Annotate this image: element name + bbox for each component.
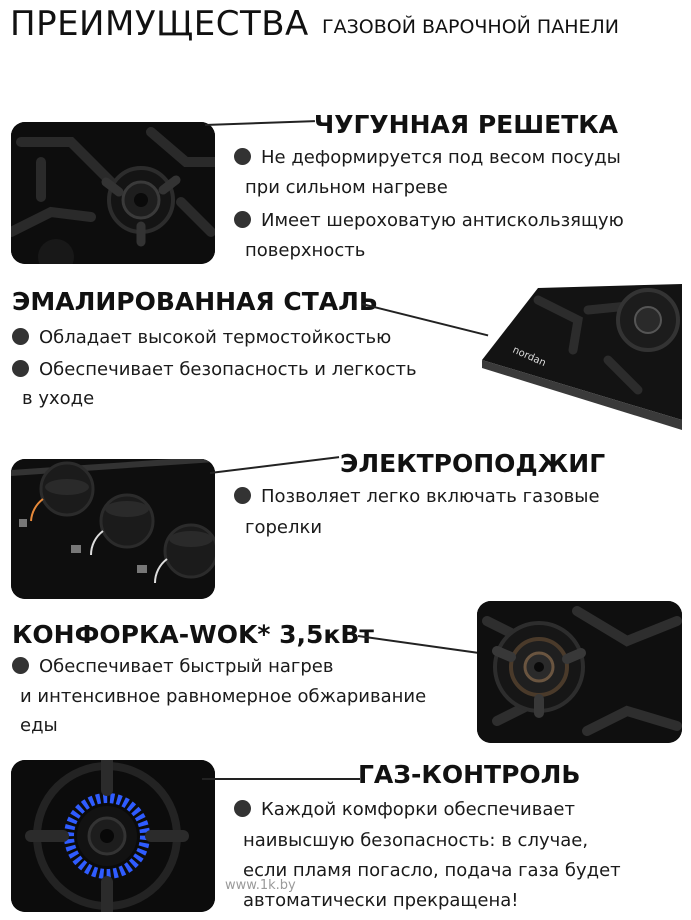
feature-text: Обеспечивает быстрый нагрев	[12, 652, 333, 682]
bullet-dot-icon	[12, 328, 29, 345]
feature-heading: ЧУГУННАЯ РЕШЕТКА	[314, 110, 619, 139]
bullet-dot-icon	[234, 148, 251, 165]
feature-text: при сильном нагреве	[245, 177, 448, 198]
feature-text: еды	[20, 715, 58, 736]
feature-heading: ЭЛЕКТРОПОДЖИГ	[340, 449, 606, 478]
feature-heading: ЭМАЛИРОВАННАЯ СТАЛЬ	[12, 287, 378, 316]
bullet-dot-icon	[234, 211, 251, 228]
feature-text: Не деформируется под весом посуды	[234, 143, 621, 173]
bullet-dot-icon	[234, 800, 251, 817]
wok-burner-photo	[477, 601, 682, 743]
feature-text: наивысшую безопасность: в случае,	[243, 830, 589, 851]
feature-text: Обеспечивает безопасность и легкость	[12, 355, 417, 385]
gas-control-photo	[11, 760, 215, 912]
feature-text: горелки	[245, 517, 323, 538]
feature-heading: КОНФОРКА-WOK* 3,5кВт	[12, 620, 374, 649]
bullet-dot-icon	[234, 487, 251, 504]
feature-heading: ГАЗ-КОНТРОЛЬ	[358, 760, 581, 789]
feature-text: и интенсивное равномерное обжаривание	[20, 686, 427, 707]
feature-text: поверхность	[245, 240, 366, 261]
feature-text: если пламя погасло, подача газа будет	[243, 860, 621, 881]
cast-iron-grate-photo	[11, 122, 215, 264]
enamel-steel-photo: nordan	[478, 280, 682, 430]
watermark: www.1k.by	[225, 878, 296, 893]
bullet-dot-icon	[12, 360, 29, 377]
feature-text: Обладает высокой термостойкостью	[12, 323, 391, 353]
feature-text: Каждой комфорки обеспечивает	[234, 795, 575, 825]
connector-line	[204, 120, 315, 126]
page-title: ПРЕИМУЩЕСТВА	[10, 4, 309, 44]
page-subtitle: ГАЗОВОЙ ВАРОЧНОЙ ПАНЕЛИ	[322, 16, 620, 38]
electric-ignition-photo	[11, 459, 215, 599]
connector-line	[202, 778, 360, 780]
feature-text: Имеет шероховатую антискользящую	[234, 206, 624, 236]
feature-text: автоматически прекращена!	[243, 890, 519, 911]
feature-text: Позволяет легко включать газовые	[234, 482, 600, 512]
connector-line	[357, 635, 482, 654]
feature-text: в уходе	[22, 388, 95, 409]
bullet-dot-icon	[12, 657, 29, 674]
connector-line	[209, 456, 340, 474]
